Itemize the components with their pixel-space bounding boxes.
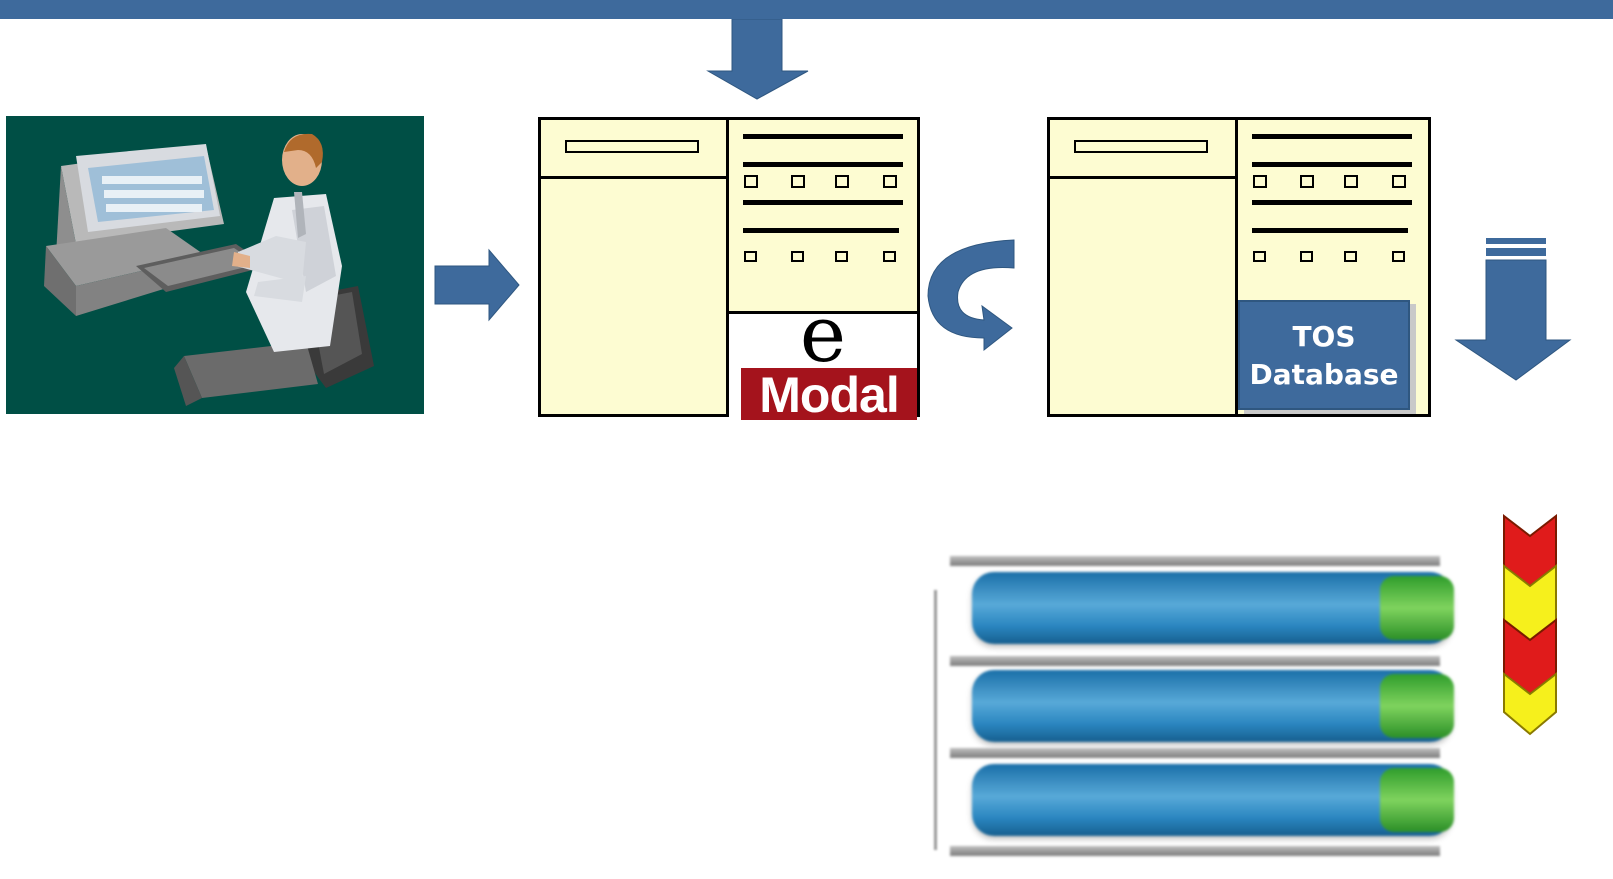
server-rack-icon	[930, 550, 1460, 860]
rack-unit	[972, 670, 1454, 742]
server-indicator	[883, 175, 897, 188]
server-indicator	[1392, 175, 1406, 188]
server-line	[1252, 200, 1412, 205]
server-indicator	[1253, 251, 1266, 262]
emodal-logo: e Modal	[729, 296, 917, 422]
server-line	[1252, 162, 1412, 167]
server-indicator	[744, 175, 758, 188]
rack-rail	[950, 656, 1440, 666]
server-slot	[565, 140, 699, 153]
server-indicator	[1300, 175, 1314, 188]
tos-label: TOS	[1292, 320, 1356, 353]
emodal-server: e Modal	[538, 117, 920, 422]
server-line	[743, 162, 903, 167]
arrow-right-icon	[434, 248, 520, 322]
tos-server: TOS Database	[1047, 117, 1431, 417]
rack-rail	[950, 556, 1440, 566]
rack-rail	[950, 748, 1440, 758]
server-indicator	[1392, 251, 1405, 262]
server-left-pane	[541, 120, 729, 414]
server-line	[743, 134, 903, 139]
rack-status-light	[1380, 768, 1454, 832]
rack-rail	[950, 846, 1440, 856]
server-indicator	[791, 175, 805, 188]
rack-unit	[972, 764, 1454, 836]
rack-unit	[972, 572, 1454, 644]
arrow-down-icon	[1454, 238, 1572, 381]
emodal-logo-e: e	[799, 290, 847, 380]
rack-frame	[934, 590, 937, 850]
server-slot	[1074, 140, 1208, 153]
rack-status-light	[1380, 576, 1454, 640]
server-indicator	[1300, 251, 1313, 262]
database-label: Database	[1249, 358, 1399, 391]
tos-database-box: TOS Database	[1238, 300, 1410, 410]
server-divider	[1050, 176, 1238, 179]
person-at-computer-icon	[6, 116, 424, 414]
server-line	[743, 200, 903, 205]
server-indicator	[791, 251, 804, 262]
arrow-down-icon	[706, 19, 809, 100]
chevron-down-icon	[1503, 514, 1557, 736]
server-indicator	[835, 251, 848, 262]
server-line	[743, 228, 899, 233]
rack-status-light	[1380, 674, 1454, 738]
top-bar	[0, 0, 1613, 19]
server-indicator	[744, 251, 757, 262]
emodal-logo-word: Modal	[741, 368, 917, 422]
server-line	[1252, 228, 1408, 233]
server-indicator	[835, 175, 849, 188]
server-indicator	[1253, 175, 1267, 188]
server-left-pane	[1050, 120, 1238, 414]
server-indicator	[1344, 175, 1358, 188]
server-line	[1252, 134, 1412, 139]
server-indicator	[1344, 251, 1357, 262]
curved-arrow-icon	[927, 239, 1015, 352]
server-indicator	[883, 251, 896, 262]
server-divider	[541, 176, 729, 179]
